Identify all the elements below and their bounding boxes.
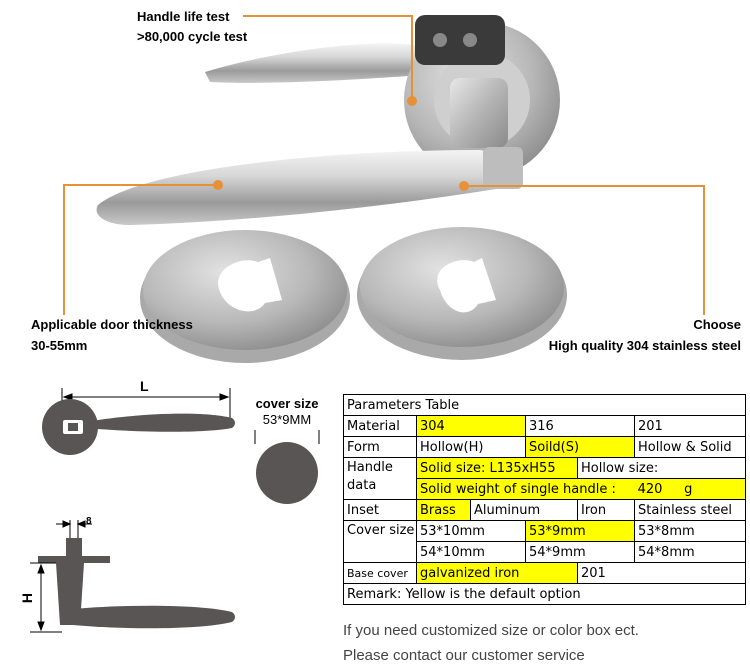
solid-weight-label: Solid weight of single handle : xyxy=(420,481,616,497)
table-row: Base cover galvanized iron 201 xyxy=(343,562,747,584)
material-option: 201 xyxy=(633,415,747,437)
cover-size-option: 53*9mm xyxy=(525,520,635,542)
table-row: Handle data Solid size: L135xH55 Hollow … xyxy=(343,457,747,500)
front-handle xyxy=(96,147,523,225)
technical-drawing xyxy=(30,388,320,633)
cover-size-title: cover size xyxy=(255,396,319,411)
form-option: Soild(S) xyxy=(525,436,635,458)
back-handle xyxy=(205,43,420,83)
life-test-detail: >80,000 cycle test xyxy=(137,29,248,44)
callout-lines xyxy=(63,15,705,315)
cover-size-option: 53*10mm xyxy=(416,520,526,542)
callout-dots xyxy=(213,96,469,191)
material-label: Material xyxy=(343,415,417,437)
hollow-size: Hollow size: xyxy=(576,457,747,479)
table-row: Material 304 316 201 xyxy=(343,415,747,437)
material-option: 304 xyxy=(416,415,526,437)
solid-weight-unit: g xyxy=(684,481,693,497)
inset-option: Brass xyxy=(416,499,471,521)
table-row: Remark: Yellow is the default option xyxy=(342,583,747,605)
contact-note: Please contact our customer service xyxy=(343,647,585,664)
inset-option: Stainless steel xyxy=(633,499,747,521)
length-label: L xyxy=(140,378,149,394)
callout-dot-life xyxy=(407,96,417,106)
cover-size-option: 54*9mm xyxy=(525,541,635,563)
solid-size: Solid size: L135xH55 xyxy=(416,457,578,479)
cover-size-option: 54*10mm xyxy=(416,541,526,563)
callout-line-thickness xyxy=(63,184,218,315)
material-detail: High quality 304 stainless steel xyxy=(548,338,741,353)
handle-side-view xyxy=(38,538,235,629)
callout-line-material xyxy=(464,185,705,315)
base-cover-option: galvanized iron xyxy=(416,562,578,584)
form-option: Hollow(H) xyxy=(416,436,526,458)
handle-top-view xyxy=(42,399,235,455)
handle-data-label-line2: data xyxy=(347,478,377,493)
table-row: Parameters Table xyxy=(342,394,747,416)
form-label: Form xyxy=(343,436,417,458)
handle-data-label: Handle data xyxy=(343,457,417,500)
inset-option: Iron xyxy=(577,499,635,521)
table-row: Cover size 53*10mm 53*9mm 53*8mm xyxy=(343,520,747,563)
inset-option: Aluminum xyxy=(470,499,578,521)
cover-size-label: Cover size xyxy=(343,520,417,563)
callout-dot-material xyxy=(459,181,469,191)
escutcheon-right xyxy=(357,227,567,360)
callout-line-life xyxy=(243,15,413,101)
height-label: H xyxy=(19,592,36,604)
back-rose xyxy=(404,15,560,178)
table-row: 54*10mm 54*9mm 54*8mm xyxy=(344,541,747,563)
material-choose: Choose xyxy=(693,317,741,332)
life-test-title: Handle life test xyxy=(137,9,230,24)
escutcheon-left xyxy=(140,230,350,363)
table-row: Solid weight of single handle : 420 g xyxy=(344,478,747,500)
product-photo xyxy=(63,15,705,363)
width-label: 8 xyxy=(86,516,92,527)
base-cover-label: Base cover xyxy=(343,562,417,584)
cover-circle xyxy=(254,430,320,504)
door-thickness-title: Applicable door thickness xyxy=(31,317,193,332)
solid-weight-value: 420 xyxy=(637,481,663,497)
cover-size-option: 54*8mm xyxy=(633,541,747,563)
material-option: 316 xyxy=(525,415,635,437)
handle-data-label-line1: Handle xyxy=(347,460,393,475)
base-cover-option: 201 xyxy=(576,562,747,584)
table-row: Form Hollow(H) Soild(S) Hollow & Solid xyxy=(343,436,747,458)
inset-label: Inset xyxy=(343,499,417,521)
custom-note: If you need customized size or color box… xyxy=(343,622,639,639)
height-dimension xyxy=(30,562,62,633)
solid-weight: Solid weight of single handle : 420 g xyxy=(415,478,747,500)
door-thickness-value: 30-55mm xyxy=(31,338,88,353)
table-row: Inset Brass Aluminum Iron Stainless stee… xyxy=(343,499,747,521)
callout-dot-thickness xyxy=(213,180,223,190)
width-dimension xyxy=(56,520,92,538)
table-title: Parameters Table xyxy=(342,394,747,416)
form-option: Hollow & Solid xyxy=(633,436,747,458)
cover-size-option: 53*8mm xyxy=(633,520,747,542)
remark: Remark: Yellow is the default option xyxy=(342,583,747,605)
cover-size-value: 53*9MM xyxy=(262,412,312,427)
parameters-table: Parameters Table Material 304 316 201 Fo… xyxy=(342,394,747,605)
